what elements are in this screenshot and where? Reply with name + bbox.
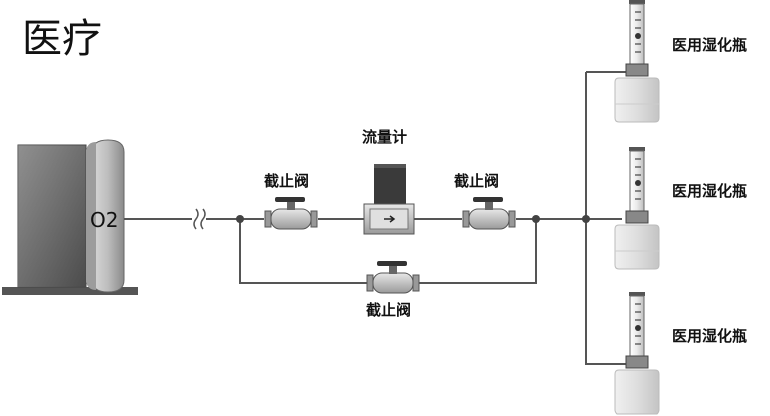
stop-valve-2[interactable] — [462, 197, 516, 230]
valve-label-1: 截止阀 — [264, 172, 309, 190]
page-title: 医疗 — [22, 16, 102, 62]
pipe-break-symbol — [193, 208, 206, 230]
junction-node — [532, 215, 540, 223]
flow-direction-arrow-icon — [384, 215, 396, 223]
humidifier-bottle-2 — [614, 147, 660, 270]
junction-node — [582, 215, 590, 223]
humidifier-label-2: 医用湿化瓶 — [672, 182, 747, 200]
o2-label: O2 — [90, 208, 118, 232]
flow-meter — [363, 164, 415, 235]
stop-valve-3[interactable] — [366, 261, 420, 294]
humidifier-label-1: 医用湿化瓶 — [672, 36, 747, 54]
valve-label-2: 截止阀 — [454, 172, 499, 190]
junction-node — [236, 215, 244, 223]
humidifier-label-3: 医用湿化瓶 — [672, 327, 747, 345]
valve-label-3: 截止阀 — [366, 301, 411, 319]
humidifier-bottle-1 — [614, 0, 660, 123]
humidifier-bottle-3 — [614, 292, 660, 415]
pipe-network — [124, 71, 626, 365]
oxygen-cylinder — [91, 139, 125, 293]
flowmeter-label: 流量计 — [362, 128, 407, 146]
oxygen-source: O2 — [2, 139, 138, 295]
stop-valve-1[interactable] — [264, 197, 318, 230]
source-base — [2, 287, 138, 295]
